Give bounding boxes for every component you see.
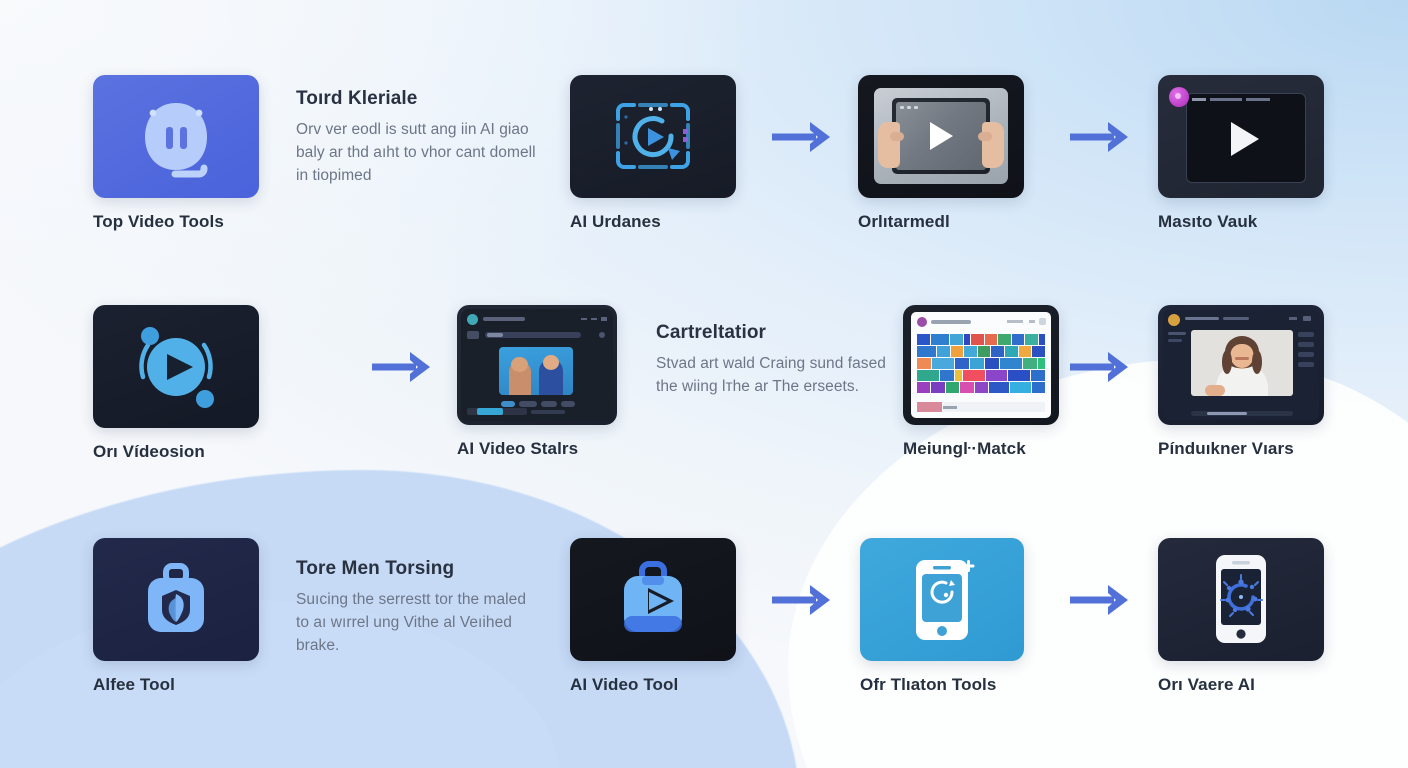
card-producer-vars[interactable]: Pínduıkner Vıars xyxy=(1158,305,1324,459)
presenter-video-icon xyxy=(1163,310,1319,420)
thumbnail-on-tarmed[interactable] xyxy=(858,75,1024,198)
tablet-hands-play-icon xyxy=(874,88,1008,184)
card-label: Top Video Tools xyxy=(93,212,224,231)
color-grid-tablet-icon xyxy=(911,312,1051,418)
ghost-pause-icon xyxy=(145,103,208,178)
text-block-body: Orv ver eodl is sutt ang iin AI giao bal… xyxy=(296,121,536,184)
card-on-vaere-ai[interactable]: Orı Vaere AI xyxy=(1158,538,1324,695)
card-ai-video-tool[interactable]: AI Video Tool xyxy=(570,538,736,695)
text-block-row-2: Cartreltatior Stvad art wald Craing sund… xyxy=(656,322,888,398)
editor-window-icon xyxy=(461,309,613,421)
card-label: Orı Vaere AI xyxy=(1158,675,1255,694)
arrow-right-icon xyxy=(768,580,840,620)
card-label: AI Video Tool xyxy=(570,675,679,694)
arrow-right-icon xyxy=(368,347,440,387)
card-ai-updates[interactable]: AI Urdanes xyxy=(570,75,736,232)
arrow-right-icon xyxy=(1066,580,1138,620)
card-on-tarmed[interactable]: Orlıtarmedl xyxy=(858,75,1024,232)
card-label: Orlıtarmedl xyxy=(858,212,950,231)
card-altee-tool[interactable]: Alfee Tool xyxy=(93,538,259,695)
text-block-title: Cartreltatior xyxy=(656,322,767,343)
card-on-videosion[interactable]: Orı Vídeosion xyxy=(93,305,259,462)
text-block-body: Suıcing the serrestt tor the maled to aı… xyxy=(296,591,527,654)
card-meiung-mack[interactable]: Meiungŀ·Matck xyxy=(903,305,1059,459)
text-block-row-3: Tore Men Torsing Suıcing the serrestt to… xyxy=(296,558,534,657)
card-ai-video-stars[interactable]: AI Video Stalrs xyxy=(457,305,617,459)
card-or-tiation-tools[interactable]: Ofr Tlıaton Tools xyxy=(860,538,1024,695)
thumbnail-mask-to-vault[interactable] xyxy=(1158,75,1324,198)
card-label: Meiungŀ·Matck xyxy=(903,439,1026,458)
phone-ai-orbit-icon xyxy=(1216,555,1266,643)
card-mask-to-vault[interactable]: Masıto Vauk xyxy=(1158,75,1324,232)
card-label: AI Video Stalrs xyxy=(457,439,579,458)
thumbnail-on-vaere-ai[interactable] xyxy=(1158,538,1324,661)
thumbnail-meiung-mack[interactable] xyxy=(903,305,1059,425)
thumbnail-top-video-tools[interactable] xyxy=(93,75,259,198)
scan-play-loop-icon xyxy=(616,103,690,169)
thumbnail-altee-tool[interactable] xyxy=(93,538,259,661)
card-label: Alfee Tool xyxy=(93,675,175,694)
thumbnail-producer-vars[interactable] xyxy=(1158,305,1324,425)
arrow-right-icon xyxy=(1066,347,1138,387)
phone-camera-icon xyxy=(916,560,975,640)
thumbnail-on-videosion[interactable] xyxy=(93,305,259,428)
card-label: AI Urdanes xyxy=(570,212,661,231)
card-label: Masıto Vauk xyxy=(1158,212,1258,231)
text-block-title: Toırd Kleriale xyxy=(296,88,418,109)
thumbnail-or-tiation-tools[interactable] xyxy=(860,538,1024,661)
card-label: Ofr Tlıaton Tools xyxy=(860,675,997,694)
briefcase-shield-icon xyxy=(148,563,204,632)
orbit-play-icon xyxy=(139,327,214,408)
text-block-body: Stvad art wald Craing sund fased the wii… xyxy=(656,355,886,395)
card-top-video-tools[interactable]: Top Video Tools xyxy=(93,75,259,232)
thumbnail-ai-video-tool[interactable] xyxy=(570,538,736,661)
arrow-right-icon xyxy=(1066,117,1138,157)
video-player-icon xyxy=(1186,93,1306,183)
text-block-title: Tore Men Torsing xyxy=(296,558,455,579)
text-block-row-1: Toırd Kleriale Orv ver eodl is sutt ang … xyxy=(296,88,548,187)
card-label: Orı Vídeosion xyxy=(93,442,205,461)
arrow-right-icon xyxy=(768,117,840,157)
thumbnail-ai-updates[interactable] xyxy=(570,75,736,198)
briefcase-play-icon xyxy=(624,561,682,632)
card-label: Pínduıkner Vıars xyxy=(1158,439,1294,458)
thumbnail-ai-video-stars[interactable] xyxy=(457,305,617,425)
